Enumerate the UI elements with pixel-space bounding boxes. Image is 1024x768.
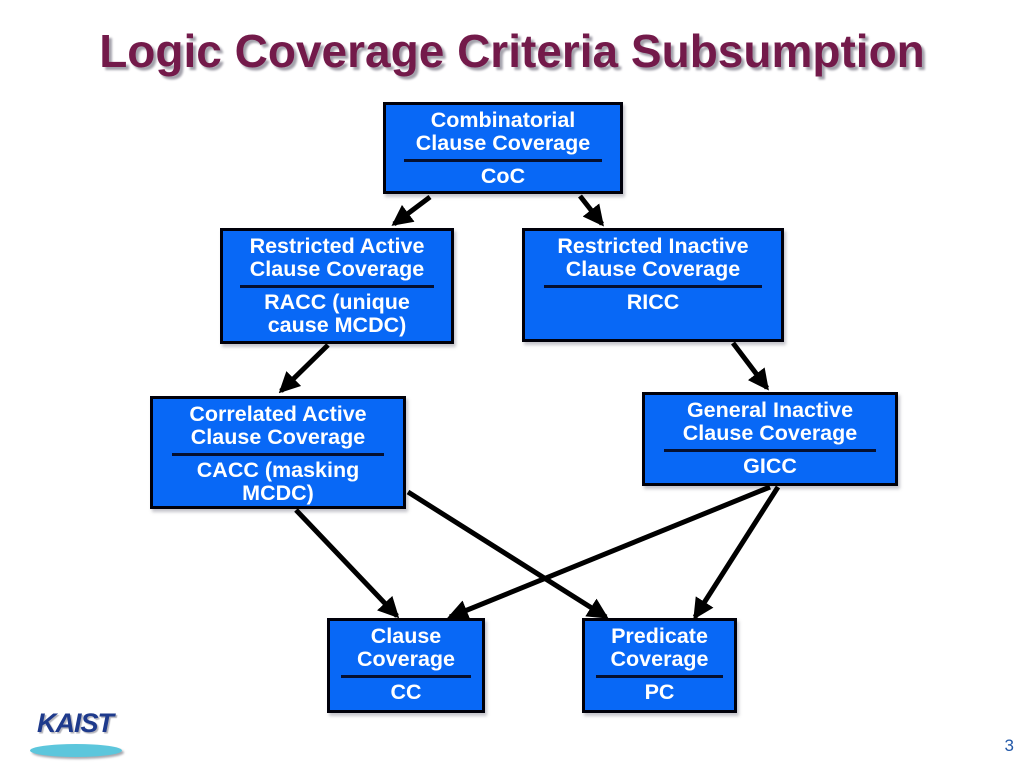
node-title-line: Restricted Inactive [557,234,749,258]
divider-line [544,285,762,288]
divider-line [403,159,603,162]
node-abbr: CoC [386,165,620,188]
node-abbr-line: RICC [626,290,680,314]
node-title-line: Clause [370,624,442,648]
divider-line [663,449,877,452]
node-abbr: GICC [645,455,895,478]
node-abbr: RICC [525,291,781,314]
node-abbr: CC [330,681,482,704]
node-abbr-line: CACC (masking [196,458,360,482]
divider-line [341,675,471,678]
divider-line [171,453,385,456]
node-abbr-line: PC [644,680,675,704]
node-title-line: Clause Coverage [565,257,741,281]
slide-title: Logic Coverage Criteria Subsumption [99,25,925,77]
node-title-line: Coverage [610,647,709,671]
node-title-line: Correlated Active [189,402,367,426]
node-title-line: Clause Coverage [190,425,366,449]
kaist-logo: KAIST [28,707,128,761]
node-title-line: General Inactive [686,398,854,422]
node-title-line: Coverage [357,647,455,671]
node-abbr-line: CC [390,680,422,704]
node-abbr-line: RACC (unique [264,290,410,314]
divider-line [240,285,434,288]
node-title-line: Clause Coverage [249,257,425,281]
page-number: 3 [1004,736,1014,755]
kaist-logo-text: KAIST [37,708,114,738]
kaist-logo-swoosh-ellipse [30,744,122,757]
node-abbr-line: CoC [480,164,526,188]
node-title-line: Clause Coverage [415,131,591,155]
node-title-line: Predicate [611,624,708,648]
node-abbr-line: cause MCDC) [267,313,407,337]
node-title-line: Combinatorial [430,108,576,132]
node-abbr: PC [585,681,734,704]
node-title-line: Restricted Active [249,234,425,258]
node-abbr-line: MCDC) [242,481,314,505]
node-abbr-line: GICC [743,454,797,478]
node-title-line: Clause Coverage [682,421,858,445]
divider-line [596,675,723,678]
